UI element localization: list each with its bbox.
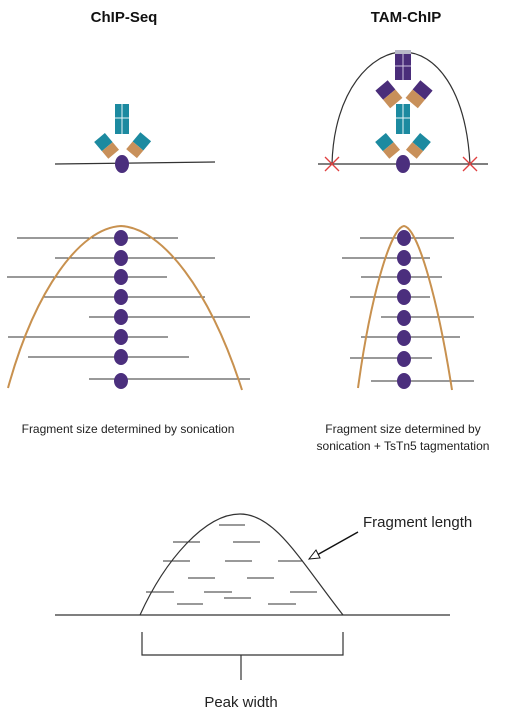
nucleosome xyxy=(397,330,411,346)
secondary-antibody-right-arm xyxy=(405,80,433,109)
nucleosome xyxy=(115,155,129,173)
antibody-right-arm xyxy=(405,132,431,159)
nucleosome xyxy=(397,289,411,305)
tam-chip-caption-line2: sonication + TsTn5 tagmentation xyxy=(317,439,490,453)
tam-chip-complex-schematic xyxy=(318,50,488,173)
nucleosome xyxy=(114,309,128,325)
fragment-length-arrow xyxy=(316,531,359,556)
nucleosome xyxy=(114,289,128,305)
nucleosome xyxy=(397,230,411,246)
nucleosome xyxy=(397,250,411,266)
nucleosome xyxy=(397,351,411,367)
chip-seq-fragment-stack xyxy=(7,224,250,391)
fragment-length-label: Fragment length xyxy=(363,514,472,531)
tam-chip-title: TAM-ChIP xyxy=(371,9,442,26)
peak-curve xyxy=(139,513,344,616)
nucleosome xyxy=(114,269,128,285)
nucleosome xyxy=(114,250,128,266)
nucleosome xyxy=(397,310,411,326)
chip-seq-title: ChIP-Seq xyxy=(91,9,158,26)
chip-seq-caption: Fragment size determined by sonication xyxy=(22,422,235,436)
left-cut-mark xyxy=(324,156,340,172)
antibody-left-arm xyxy=(375,132,401,159)
peak-width-label: Peak width xyxy=(204,694,277,711)
arrow-head-icon xyxy=(307,549,321,560)
nucleosome xyxy=(396,155,410,173)
nucleosome xyxy=(114,329,128,345)
nucleosome xyxy=(114,349,128,365)
peak-width-bracket xyxy=(141,632,344,656)
secondary-antibody-left-arm xyxy=(375,80,403,109)
antibody-right-arm xyxy=(126,132,152,159)
nucleosome xyxy=(114,373,128,389)
tam-chip-fragment-stack xyxy=(342,224,474,391)
dna-strand xyxy=(54,161,216,165)
broad-signal-curve xyxy=(7,224,243,391)
right-cut-mark xyxy=(462,156,478,172)
nucleosome xyxy=(114,230,128,246)
tam-chip-caption-line1: Fragment size determined by xyxy=(325,422,480,436)
nucleosome xyxy=(397,373,411,389)
nucleosome xyxy=(397,269,411,285)
narrow-signal-curve xyxy=(357,224,453,391)
peak-diagram: Fragment length Peak width xyxy=(55,513,472,711)
antibody-left-arm xyxy=(94,132,120,159)
chip-seq-antibody-schematic xyxy=(54,104,216,173)
